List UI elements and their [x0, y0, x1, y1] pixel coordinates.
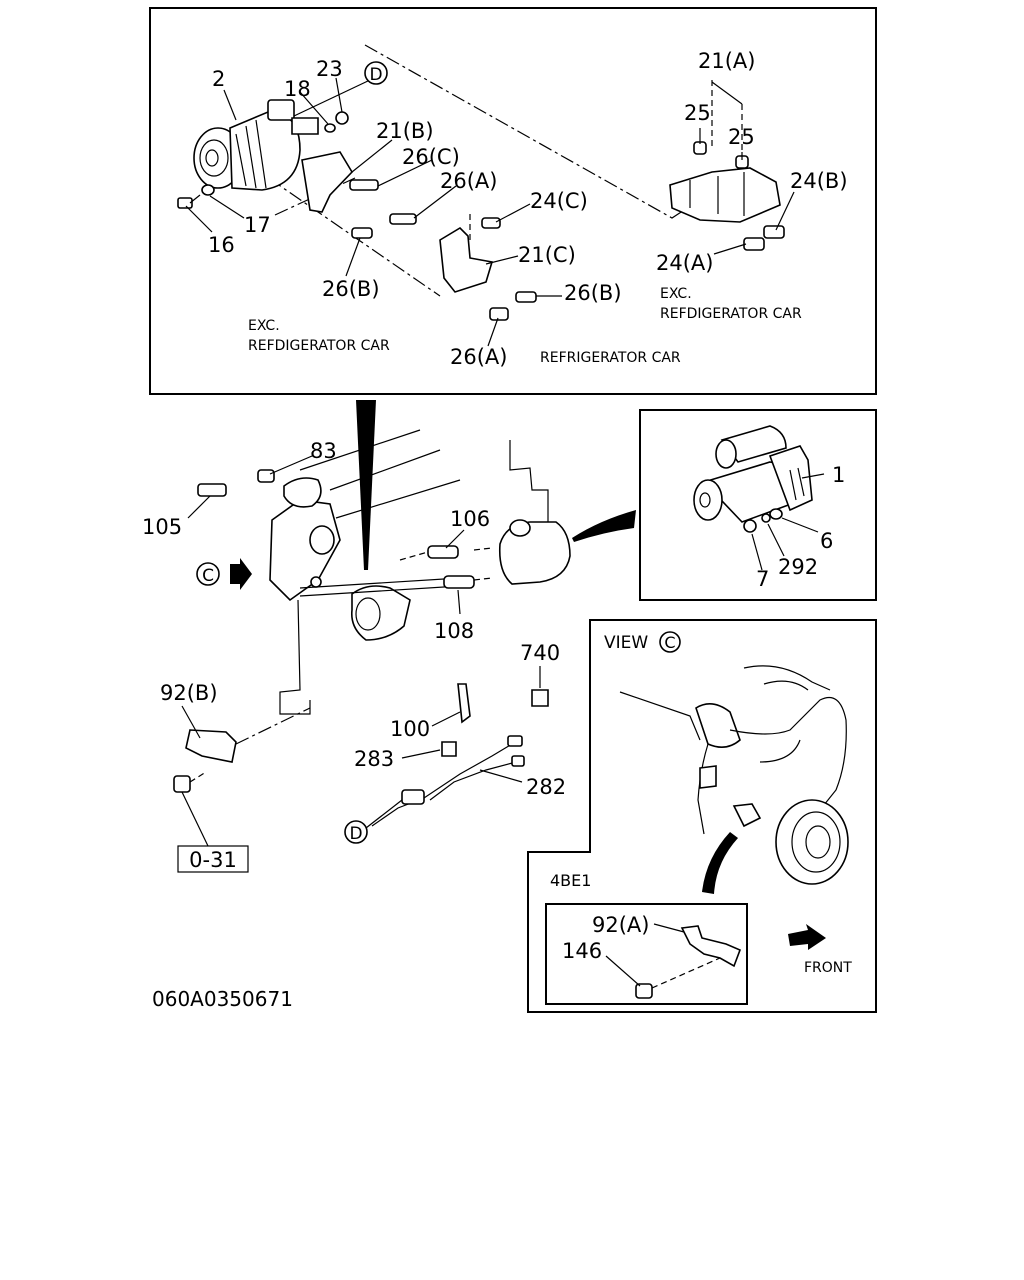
callout-23: 23: [316, 57, 343, 81]
pointer-wedge-starter: [572, 510, 636, 542]
view-circle-c-label: C: [664, 633, 675, 652]
callout-25-right: 25: [728, 125, 755, 149]
ref-circle-d-bottom-label: D: [349, 824, 362, 844]
engine-area: 83 105 106 108 740 92(B) 100 283 282 C D…: [142, 400, 738, 894]
harness-282: [371, 743, 513, 827]
sensor-83: [257, 469, 275, 483]
sensor-105: [197, 483, 227, 497]
callout-83: 83: [310, 439, 337, 463]
callout-108: 108: [434, 619, 474, 643]
ref-circle-c: [196, 562, 220, 586]
ref-circle-d: [364, 61, 388, 85]
callout-292: 292: [778, 555, 818, 579]
top-leader-lines: [185, 77, 795, 347]
bracket-92a: [680, 925, 742, 968]
starter-panel: 1 6 7 292: [639, 409, 877, 601]
callout-2: 2: [212, 67, 225, 91]
nut-740: [531, 689, 549, 707]
front-arrow-icon: [788, 924, 826, 950]
callout-1: 1: [832, 463, 845, 487]
ref-box-0-31: [177, 845, 249, 873]
note-exc-left: EXC.: [248, 318, 280, 334]
view-panel: VIEW C 4BE1 92(A) 146 FRONT: [527, 619, 877, 1013]
ref-circle-c-label: C: [202, 566, 214, 586]
callout-92a: 92(A): [592, 913, 649, 937]
starter-panel-frame: [639, 409, 877, 601]
pointer-wedge-top: [356, 400, 376, 570]
callout-24c: 24(C): [530, 189, 588, 213]
diagram-code: 060A0350671: [152, 987, 293, 1011]
sensor-108: [443, 575, 475, 589]
callout-25-left: 25: [684, 101, 711, 125]
bolt-146: [635, 983, 653, 999]
top-panel-frame: [149, 7, 877, 395]
sensor-106: [427, 545, 459, 559]
callout-7: 7: [756, 567, 769, 591]
callout-26a-top: 26(A): [440, 169, 497, 193]
callout-26a-bottom: 26(A): [450, 345, 507, 369]
view-title: VIEW: [604, 633, 648, 653]
view-circle-c: [659, 631, 681, 653]
callout-26b-left: 26(B): [322, 277, 380, 301]
bracket-92b: [185, 729, 237, 763]
callout-17: 17: [244, 213, 271, 237]
pointer-wedge-view: [702, 832, 738, 894]
callout-106: 106: [450, 507, 490, 531]
starter-motor-drawing: [693, 425, 813, 533]
engine-leader-lines: [181, 455, 541, 847]
callout-21b: 21(B): [376, 119, 434, 143]
ref-box-0-31-label: 0-31: [189, 848, 237, 872]
callout-21c: 21(C): [518, 243, 576, 267]
ref-circle-d-bottom: [344, 820, 368, 844]
view-panel-frame: [527, 619, 877, 1013]
callout-92b: 92(B): [160, 681, 218, 705]
view-arrow-icon: [230, 558, 252, 590]
callout-100: 100: [390, 717, 430, 741]
callout-21a: 21(A): [698, 49, 755, 73]
alternator-drawing: [193, 99, 319, 191]
variant-inset-frame: [545, 903, 748, 1005]
note-refdigerator-left: REFDIGERATOR CAR: [248, 338, 390, 354]
callout-282: 282: [526, 775, 566, 799]
callout-283: 283: [354, 747, 394, 771]
callout-24b: 24(B): [790, 169, 848, 193]
ref-circle-d-label: D: [369, 65, 382, 85]
callout-6: 6: [820, 529, 833, 553]
callout-26b-right: 26(B): [564, 281, 622, 305]
callout-740: 740: [520, 641, 560, 665]
callout-24a: 24(A): [656, 251, 713, 275]
part-100: [457, 683, 471, 724]
callout-26c: 26(C): [402, 145, 460, 169]
note-refrigerator-car: REFRIGERATOR CAR: [540, 350, 681, 366]
variant-label: 4BE1: [550, 871, 591, 890]
note-exc-right: EXC.: [660, 286, 692, 302]
top-panel: D 2 18 23 21(B) 26(C) 26(A) 17 16 26(B) …: [149, 7, 877, 395]
callout-18: 18: [284, 77, 311, 101]
callout-146: 146: [562, 939, 602, 963]
note-refdigerator-right: REFDIGERATOR CAR: [660, 306, 802, 322]
front-label: FRONT: [804, 960, 852, 976]
view-engine-drawing: [619, 665, 849, 885]
clamp-283: [441, 741, 457, 757]
callout-105: 105: [142, 515, 182, 539]
callout-16: 16: [208, 233, 235, 257]
